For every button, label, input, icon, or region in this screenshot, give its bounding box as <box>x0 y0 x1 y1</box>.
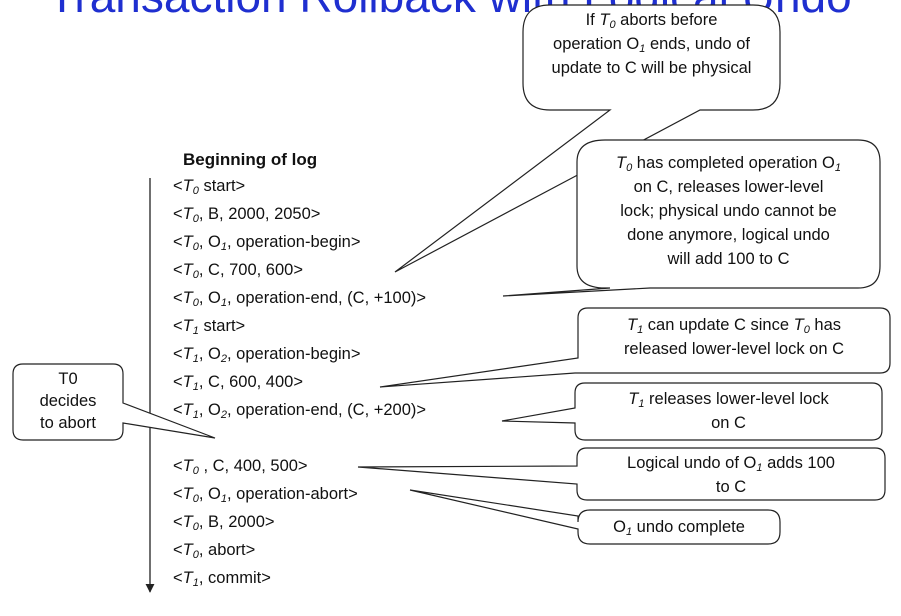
callout-line: will add 100 to C <box>667 250 790 268</box>
callout-line: If T0 aborts before <box>585 11 718 31</box>
callout-4-text: T1 releases lower-level lock on C <box>575 387 882 435</box>
callout-line: O1 undo complete <box>613 518 745 538</box>
callout-line: T1 can update C since T0 has <box>626 316 842 336</box>
log-record: <T0, C, 700, 600> <box>173 261 303 281</box>
callout-6-text: O1 undo complete <box>578 515 780 539</box>
callout-line: T1 releases lower-level lock <box>628 390 829 410</box>
callout-2-text: T0 has completed operation O1 on C, relea… <box>577 151 880 271</box>
callout-line: done anymore, logical undo <box>627 226 830 244</box>
log-record: <T1, O2, operation-begin> <box>173 345 361 365</box>
log-record: <T0, O1, operation-abort> <box>173 485 358 505</box>
log-record: <T1, O2, operation-end, (C, +200)> <box>173 401 427 421</box>
log-heading: Beginning of log <box>183 150 318 169</box>
log-record: <T0, O1, operation-end, (C, +100)> <box>173 289 427 309</box>
callout-line: T0 has completed operation O1 <box>615 154 842 174</box>
callout-line: update to C will be physical <box>551 59 752 77</box>
callout-line: operation O1 ends, undo of <box>553 35 750 55</box>
log-record: <T1 start> <box>173 317 246 337</box>
callout-1-text: If T0 aborts before operation O1 ends, un… <box>523 8 780 80</box>
log-record: <T0 , C, 400, 500> <box>173 457 308 477</box>
callout-line: released lower-level lock on C <box>623 340 845 358</box>
callout-3-text: T1 can update C since T0 has released low… <box>578 313 890 361</box>
log-record: <T1, commit> <box>173 569 271 589</box>
callout-line: lock; physical undo cannot be <box>620 202 837 220</box>
callout-line: on C, releases lower-level <box>633 178 824 196</box>
side-note-text: T0 decides to abort <box>39 370 97 432</box>
callout-line: to C <box>715 478 747 496</box>
callout-line: on C <box>711 414 746 432</box>
log-record: <T0, B, 2000, 2050> <box>173 205 321 225</box>
log-record: <T0 start> <box>173 177 246 197</box>
log-record: <T0, O1, operation-begin> <box>173 233 361 253</box>
log-record: <T0, abort> <box>173 541 256 561</box>
log-record: <T1, C, 600, 400> <box>173 373 303 393</box>
callout-line: Logical undo of O1 adds 100 <box>627 454 835 474</box>
log-record: <T0, B, 2000> <box>173 513 275 533</box>
callout-5-text: Logical undo of O1 adds 100 to C <box>577 451 885 499</box>
